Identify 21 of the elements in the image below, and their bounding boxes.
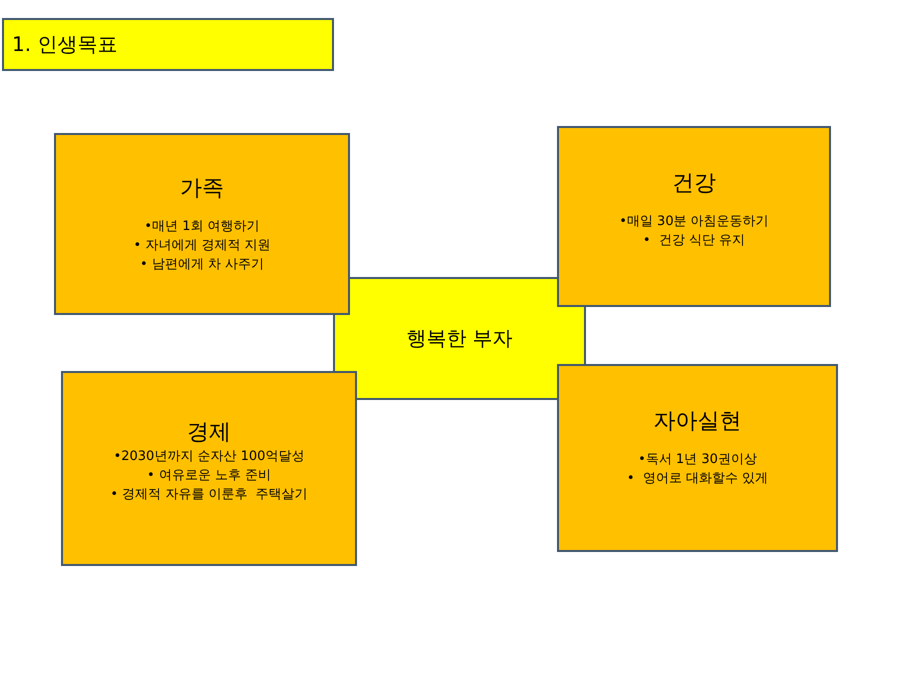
- card-heading: 경제: [187, 419, 231, 447]
- center-text: 행복한 부자: [406, 325, 513, 352]
- bullet-item: • 경제적 자유를 이룬후 주택살기: [110, 486, 308, 504]
- title-banner: [2, 18, 334, 71]
- bullet-item: •독서 1년 30권이상: [638, 451, 757, 469]
- goal-card: [557, 364, 838, 552]
- goal-card: [61, 371, 357, 566]
- goal-card: [54, 133, 350, 315]
- bullet-item: •매년 1회 여행하기: [144, 218, 260, 236]
- bullet-item: • 영어로 대화할수 있게: [626, 470, 768, 488]
- bullet-item: •매일 30분 아침운동하기: [619, 213, 769, 231]
- bullet-item: • 남편에게 차 사주기: [140, 256, 264, 274]
- card-heading: 건강: [672, 170, 716, 198]
- bullet-item: • 여유로운 노후 준비: [146, 467, 272, 485]
- bullet-item: • 자녀에게 경제적 지원: [133, 237, 271, 255]
- card-heading: 가족: [180, 175, 224, 203]
- bullet-item: • 건강 식단 유지: [642, 232, 746, 250]
- goal-card: [557, 126, 831, 307]
- title-text: 1. 인생목표: [12, 31, 118, 58]
- card-heading: 자아실현: [654, 408, 742, 436]
- bullet-item: •2030년까지 순자산 100억달성: [114, 448, 304, 466]
